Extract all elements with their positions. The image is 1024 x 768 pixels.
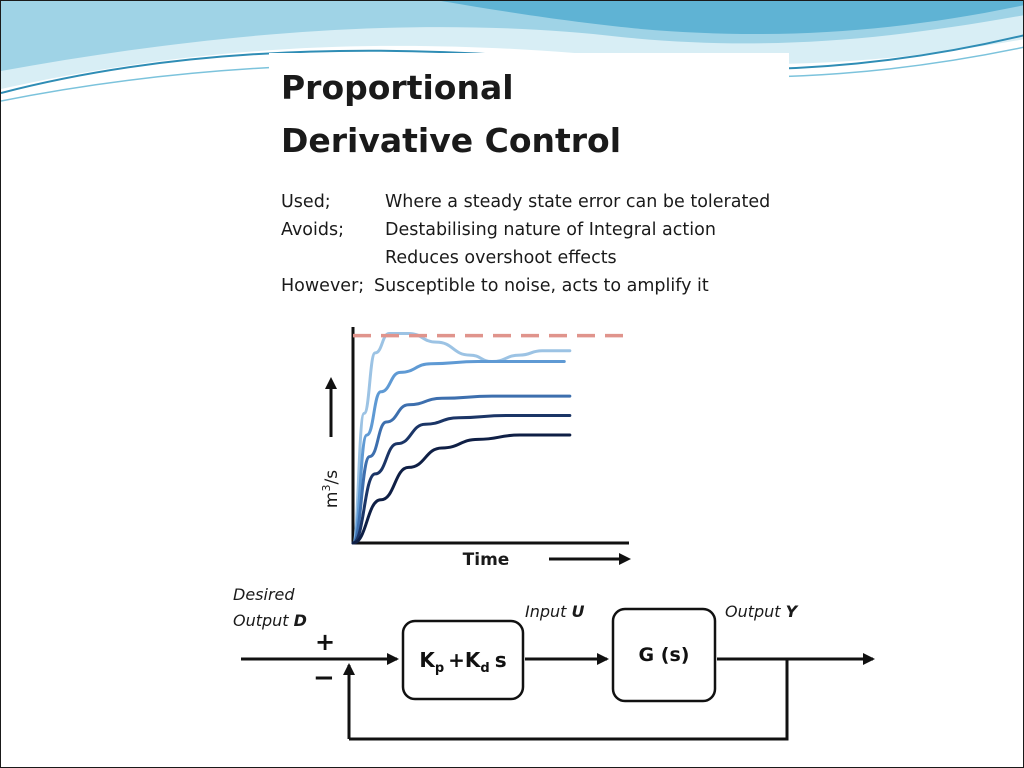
swoosh-band-dark [441, 1, 1023, 35]
input-u-label: Input U [525, 602, 585, 621]
step-response-chart: m3/s Time [320, 327, 631, 570]
slide-title: Proportional Derivative Control [281, 61, 621, 167]
note-value: Where a steady state error can be tolera… [385, 192, 771, 212]
plant-transfer-function: G (s) [639, 644, 690, 666]
svg-text:Output D: Output D [233, 611, 307, 630]
output-y-label: Output Y [725, 602, 799, 621]
kp-sub: p [435, 661, 444, 676]
y-axis-label: m3/s [320, 470, 342, 508]
response-curve-1 [351, 331, 572, 545]
content-panel [269, 53, 789, 575]
output-symbol: Y [786, 602, 799, 621]
kp-base: K [419, 648, 436, 672]
response-curve-4 [351, 414, 572, 545]
output-label: Output [725, 602, 781, 621]
title-line-1: Proportional [281, 68, 514, 107]
y-arrow-head [325, 377, 337, 389]
plus-sign: + [315, 628, 335, 656]
notes-list: Used; Where a steady state error can be … [281, 192, 801, 304]
note-overshoot: Reduces overshoot effects [281, 248, 801, 276]
desired-output-label: Desired Output D [233, 585, 307, 630]
desired-label-line2: Output [233, 611, 289, 630]
plant-box [611, 607, 717, 703]
kd-base: +K [448, 648, 482, 672]
y-axis-label-base: m [322, 492, 342, 509]
y-axis-label-rest: /s [322, 470, 342, 485]
note-value: Destabilising nature of Integral action [385, 220, 716, 240]
note-avoids: Avoids; Destabilising nature of Integral… [281, 220, 801, 248]
desired-symbol: D [294, 611, 307, 630]
note-key: However; [281, 276, 365, 296]
input-label: Input [525, 602, 567, 621]
note-value: Susceptible to noise, acts to amplify it [374, 276, 709, 296]
note-used: Used; Where a steady state error can be … [281, 192, 801, 220]
x-axis-label: Time [463, 550, 510, 570]
controller-box [401, 619, 525, 701]
x-arrow-head [619, 553, 631, 565]
chart-axes [351, 327, 629, 545]
y-axis-label-group: m3/s [320, 377, 342, 508]
note-key: Used; [281, 192, 331, 212]
feedback-path-line [349, 659, 789, 741]
note-key: Avoids; [281, 220, 344, 240]
note-value: Reduces overshoot effects [385, 248, 617, 268]
plant-block: G (s) [611, 607, 717, 703]
x-arrow [549, 553, 631, 565]
response-curve-3 [351, 394, 572, 545]
laplace-s: s [495, 648, 507, 672]
chart-series-group [351, 331, 572, 545]
y-axis-label-sup: 3 [320, 485, 333, 492]
response-curve-2 [351, 360, 566, 545]
kd-sub: d [480, 661, 489, 676]
input-symbol: U [572, 602, 585, 621]
response-curve-5 [351, 433, 572, 545]
note-however: However; Susceptible to noise, acts to a… [281, 276, 801, 304]
title-line-2: Derivative Control [281, 121, 622, 160]
desired-label-line1: Desired [233, 585, 295, 604]
minus-sign: − [313, 663, 335, 693]
